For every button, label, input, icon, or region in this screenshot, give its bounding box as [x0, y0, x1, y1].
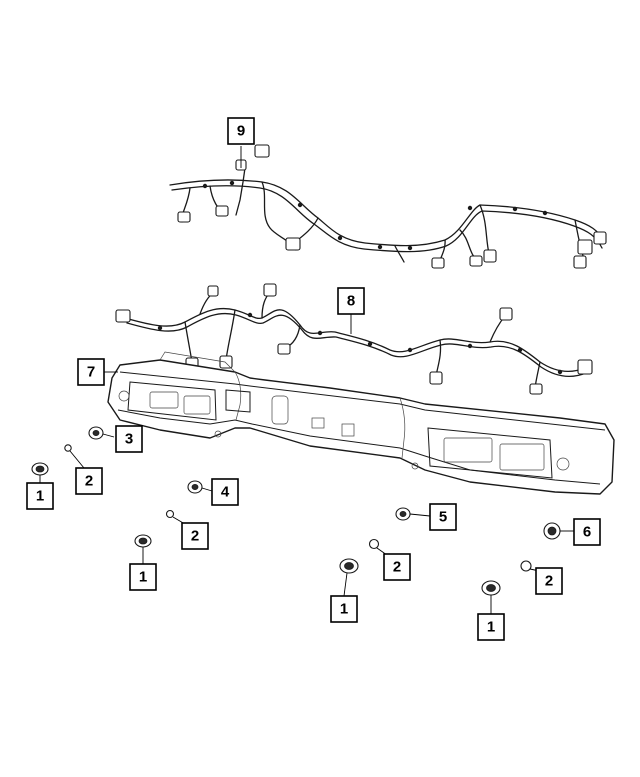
bumper-wiring-harness [115, 283, 593, 395]
callout-7-label: 7 [87, 364, 95, 381]
callout-4: 4 [211, 478, 239, 506]
sensor-ring-2d [520, 560, 532, 572]
callout-7: 7 [77, 358, 105, 386]
callout-2b: 2 [181, 522, 209, 550]
callout-9-label: 9 [237, 123, 245, 140]
callout-6-label: 6 [583, 524, 591, 541]
callout-2c-label: 2 [393, 559, 401, 576]
callout-1c-label: 1 [340, 601, 348, 618]
sensor-ring-2c [368, 538, 380, 550]
callout-1a: 1 [26, 482, 54, 510]
callout-2c: 2 [383, 553, 411, 581]
callout-2b-label: 2 [191, 528, 199, 545]
callout-2a-label: 2 [85, 473, 93, 490]
parking-sensor-1d [481, 580, 501, 596]
callout-2a: 2 [75, 467, 103, 495]
callout-6: 6 [573, 518, 601, 546]
callout-1d: 1 [477, 613, 505, 641]
callout-1b-label: 1 [139, 569, 147, 586]
callout-8: 8 [337, 287, 365, 315]
sensor-retainer-4 [187, 480, 203, 494]
harness-connector [254, 144, 270, 158]
callout-8-label: 8 [347, 293, 355, 310]
callout-1c: 1 [330, 595, 358, 623]
sensor-retainer-3 [88, 426, 104, 440]
callout-5: 5 [429, 503, 457, 531]
rear-bumper [107, 351, 615, 495]
callout-2d-label: 2 [545, 573, 553, 590]
sensor-bracket-6 [543, 522, 561, 540]
callout-9: 9 [227, 117, 255, 145]
sensor-ring-2a [64, 444, 72, 452]
upper-wiring-harness [167, 144, 608, 269]
callout-1a-label: 1 [36, 488, 44, 505]
sensor-ring-2b [165, 509, 175, 519]
callout-4-label: 4 [221, 484, 230, 501]
callout-3-label: 3 [125, 431, 133, 448]
callout-3: 3 [115, 425, 143, 453]
parking-sensor-1b [134, 534, 152, 548]
sensor-retainer-5 [395, 507, 411, 521]
parking-sensor-1c [339, 558, 359, 574]
callout-2d: 2 [535, 567, 563, 595]
parking-sensor-1a [31, 462, 49, 476]
callout-1b: 1 [129, 563, 157, 591]
callout-1d-label: 1 [487, 619, 495, 636]
callout-5-label: 5 [439, 509, 447, 526]
